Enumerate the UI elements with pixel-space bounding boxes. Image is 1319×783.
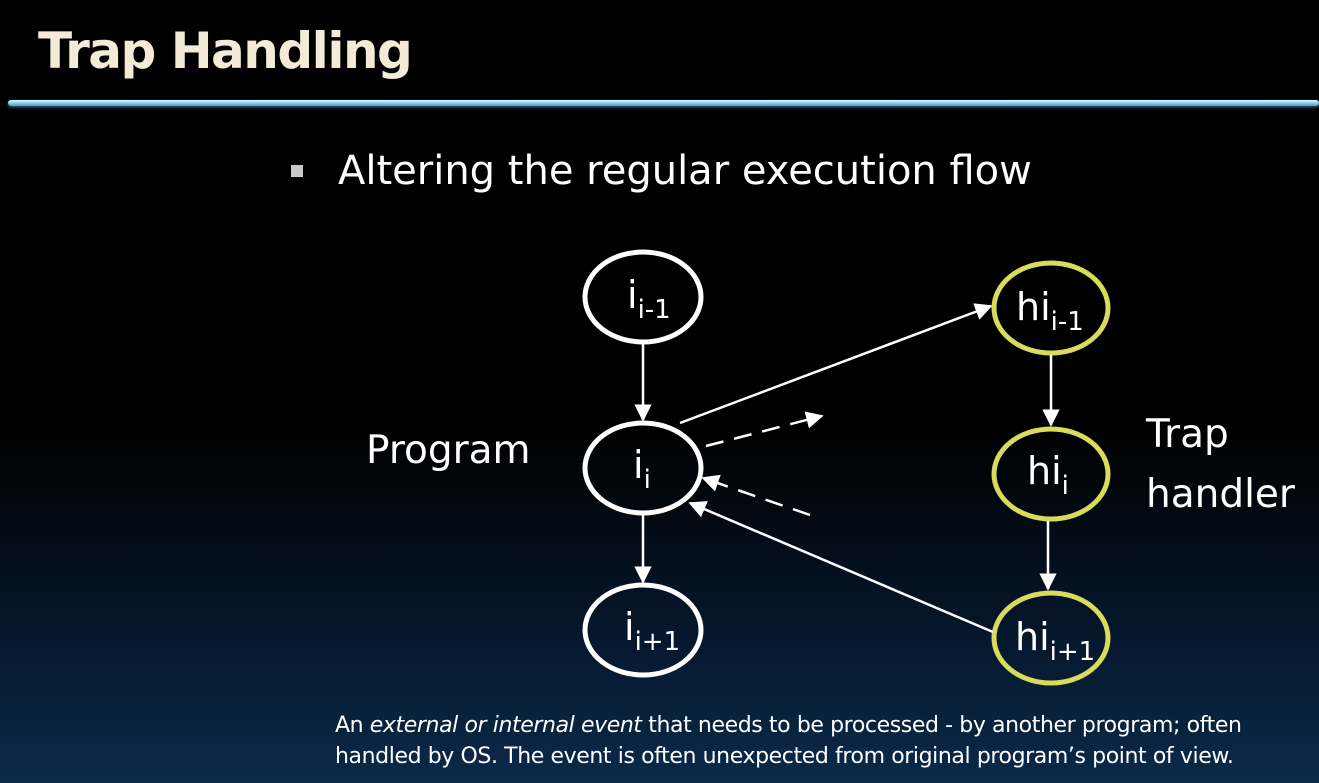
program-node-prev-base: i bbox=[627, 273, 638, 317]
caption-emphasis: external or internal event bbox=[369, 713, 642, 738]
program-node-prev-sub: i-1 bbox=[638, 295, 671, 325]
handler-node-next: hii+1 bbox=[991, 590, 1111, 686]
program-node-current-base: i bbox=[633, 443, 644, 487]
dashed-arrow-out bbox=[705, 411, 824, 448]
program-label: Program bbox=[366, 428, 531, 473]
footnote-caption: An external or internal event that needs… bbox=[335, 710, 1319, 772]
dashed-arrow-in bbox=[701, 474, 811, 517]
title-divider bbox=[8, 100, 1319, 106]
program-node-prev: ii-1 bbox=[582, 249, 704, 345]
svg-text:hii+1: hii+1 bbox=[1015, 615, 1095, 667]
trap-handler-label: Trap handler bbox=[1146, 405, 1295, 525]
program-node-next-sub: i+1 bbox=[635, 627, 681, 657]
caption-part1: An bbox=[335, 713, 370, 738]
handler-node-current-sub: i bbox=[1062, 471, 1069, 501]
svg-text:hii-1: hii-1 bbox=[1016, 285, 1084, 337]
handler-node-prev: hii-1 bbox=[991, 260, 1111, 356]
bullet-square-icon bbox=[291, 165, 303, 177]
trap-handler-label-line2: handler bbox=[1146, 472, 1295, 517]
program-node-next: ii+1 bbox=[582, 582, 704, 678]
arrow-handler-return bbox=[688, 501, 994, 634]
handler-node-next-sub: i+1 bbox=[1050, 637, 1096, 667]
svg-text:ii: ii bbox=[633, 443, 651, 495]
program-node-next-base: i bbox=[624, 605, 635, 649]
svg-text:ii+1: ii+1 bbox=[624, 605, 680, 657]
svg-text:ii-1: ii-1 bbox=[627, 273, 671, 325]
program-node-current-sub: i bbox=[644, 465, 651, 495]
handler-node-next-base: hi bbox=[1015, 615, 1050, 659]
trap-handler-label-line1: Trap bbox=[1146, 412, 1229, 457]
handler-node-current-base: hi bbox=[1027, 449, 1062, 493]
program-node-current: ii bbox=[582, 420, 704, 516]
bullet-text: Altering the regular execution flow bbox=[338, 148, 1032, 194]
caption-part2: that needs to be processed - by another … bbox=[335, 713, 1242, 769]
handler-node-current: hii bbox=[991, 426, 1111, 522]
arrow-trap-to-handler bbox=[679, 303, 993, 425]
slide-title: Trap Handling bbox=[38, 22, 413, 80]
handler-node-prev-base: hi bbox=[1016, 285, 1051, 329]
svg-text:hii: hii bbox=[1027, 449, 1069, 501]
handler-node-prev-sub: i-1 bbox=[1051, 307, 1084, 337]
